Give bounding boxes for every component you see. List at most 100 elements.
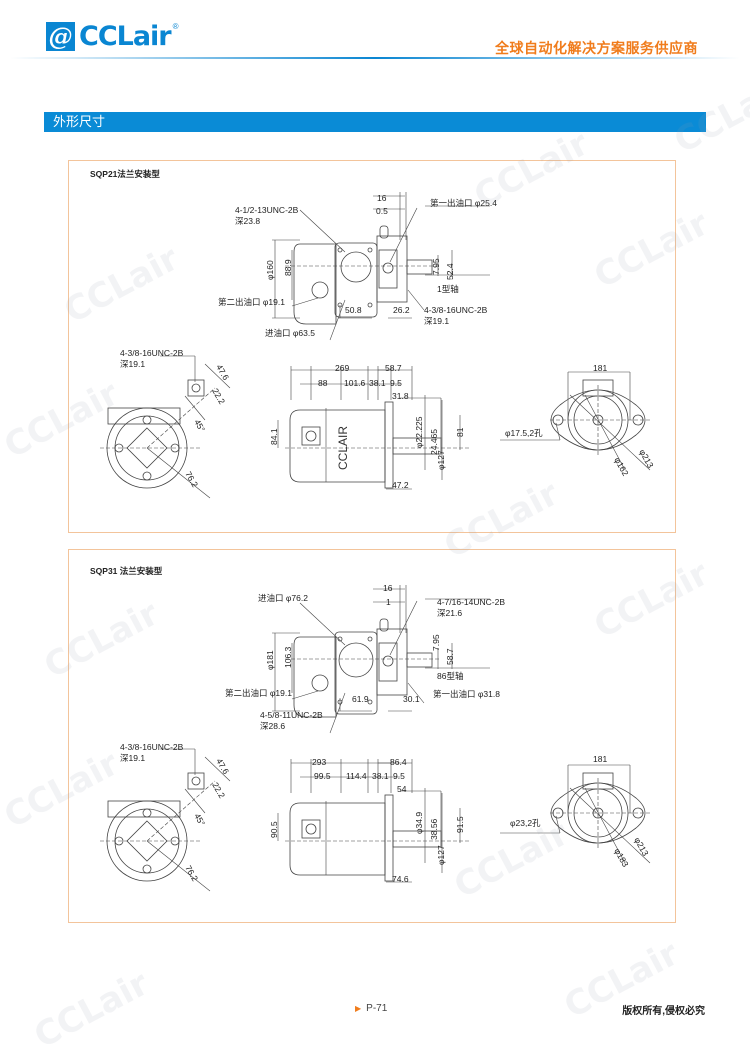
dim-label: 101.6 — [344, 378, 366, 388]
panel-title: SQP21法兰安装型 — [90, 169, 160, 179]
technical-drawings — [100, 192, 651, 892]
pump-body-rear — [293, 636, 337, 718]
shaft — [406, 259, 433, 275]
leader-line — [407, 682, 425, 704]
outlet-boss — [379, 225, 389, 239]
inlet-label: 进油口 φ76.2 — [258, 593, 308, 603]
header-divider — [10, 57, 740, 59]
leader-line — [291, 297, 319, 307]
dim-label: 9.5 — [390, 378, 402, 388]
dim-label: 74.6 — [392, 874, 409, 884]
pump-body-rear — [293, 243, 337, 325]
arrow-icon: ▶ — [355, 1004, 362, 1013]
port-hole — [191, 383, 201, 393]
port-hole — [191, 776, 201, 786]
bolt-hole — [367, 699, 373, 705]
dim-label: φ160 — [265, 260, 275, 280]
inlet-label: 进油口 φ63.5 — [265, 328, 315, 338]
outlet2-label: 第二出油口 φ19.1 — [218, 297, 285, 307]
dim-label: 86.4 — [390, 757, 407, 767]
bolt-label: 4-3/8-16UNC-2B — [120, 742, 184, 752]
inlet-port — [340, 251, 372, 283]
side-port — [301, 819, 321, 839]
logo-text: CCLair — [79, 21, 172, 52]
depth-label: 深19.1 — [424, 316, 450, 326]
port-square — [126, 820, 168, 862]
leader-line — [299, 602, 346, 646]
dim-label: 38.1 — [369, 378, 386, 388]
dim-label: 7.95 — [431, 634, 441, 651]
bolt-label: 4-3/8-16UNC-2B — [120, 348, 184, 358]
depth-label: 深21.6 — [437, 608, 463, 618]
outlet-boss — [379, 618, 389, 632]
holes-label: φ23,2孔 — [510, 818, 541, 828]
bolt-hole — [367, 636, 373, 642]
panel-sqp31 — [68, 549, 676, 923]
outlet1-flange — [378, 642, 398, 682]
depth-label: 深19.1 — [120, 359, 146, 369]
slogan: 全球自动化解决方案服务供应商 — [495, 40, 698, 56]
bolt-hole — [142, 808, 152, 818]
bolt-hole — [142, 864, 152, 874]
outlet2-port — [311, 281, 329, 299]
leader-line — [407, 289, 425, 311]
depth-label: 深28.6 — [260, 721, 286, 731]
dim-label: 9.5 — [393, 771, 405, 781]
dim-label: 61.9 — [352, 694, 369, 704]
dim-label: φ181 — [265, 650, 275, 670]
mount-flange-front — [550, 389, 646, 451]
dim-label: 38.56 — [429, 818, 439, 840]
copyright: 版权所有,侵权必究 — [622, 1006, 705, 1017]
body-label: CCLAIR — [336, 425, 350, 470]
logo-mark: @ — [46, 22, 75, 51]
holes-label: φ17.5,2孔 — [505, 428, 543, 438]
pump-front-housing — [376, 628, 408, 696]
drive-shaft — [392, 437, 442, 455]
bolt-label: 4-3/8-16UNC-2B — [424, 305, 488, 315]
outlet1-port — [382, 262, 394, 274]
mount-flange — [384, 401, 394, 489]
dim-label: 269 — [335, 363, 350, 373]
dimension-line — [569, 394, 651, 471]
dim-label: 30.1 — [403, 694, 420, 704]
side-port-hole — [305, 430, 317, 442]
side-port — [301, 426, 321, 446]
bolt-label: 4-7/16-14UNC-2B — [437, 597, 506, 607]
dim-label: φ22.225 — [414, 416, 424, 448]
dim-label: 52.4 — [445, 263, 455, 280]
dim-label: 81 — [455, 427, 465, 437]
logo-registered: ® — [172, 22, 179, 31]
centerline — [146, 387, 216, 449]
dimension-line — [584, 394, 626, 471]
page-number: ▶ P-71 — [355, 1003, 387, 1014]
outlet2-port — [311, 674, 329, 692]
bolt-hole — [337, 636, 343, 642]
dim-label: 293 — [312, 757, 327, 767]
page-number-text: P-71 — [366, 1003, 388, 1014]
mount-flange — [384, 794, 394, 882]
dim-label: 181 — [593, 363, 608, 373]
bolt-hole — [367, 247, 373, 253]
dimension-line — [569, 787, 651, 864]
bolt-hole — [367, 302, 373, 308]
outlet1-flange — [378, 249, 398, 289]
dim-label: 7.95 — [431, 258, 441, 275]
outlet2-label: 第二出油口 φ19.1 — [225, 688, 292, 698]
dim-label: 99.5 — [314, 771, 331, 781]
side-port-hole — [305, 823, 317, 835]
drive-shaft — [392, 830, 442, 848]
dimension-line — [146, 447, 211, 499]
depth-label: 深23.8 — [235, 216, 261, 226]
leader-line — [329, 692, 346, 734]
dim-label: 50.8 — [345, 305, 362, 315]
dimension-line — [184, 395, 206, 421]
dim-label: 0.5 — [376, 206, 388, 216]
dim-label: 54 — [397, 784, 407, 794]
dim-label: 38.1 — [372, 771, 389, 781]
bolt-hole — [142, 471, 152, 481]
dimension-line — [584, 787, 626, 864]
dim-label: 114.4 — [346, 771, 367, 781]
panel-title: SQP31 法兰安装型 — [90, 566, 163, 576]
mount-flange-front — [550, 782, 646, 844]
centerline — [146, 780, 216, 842]
